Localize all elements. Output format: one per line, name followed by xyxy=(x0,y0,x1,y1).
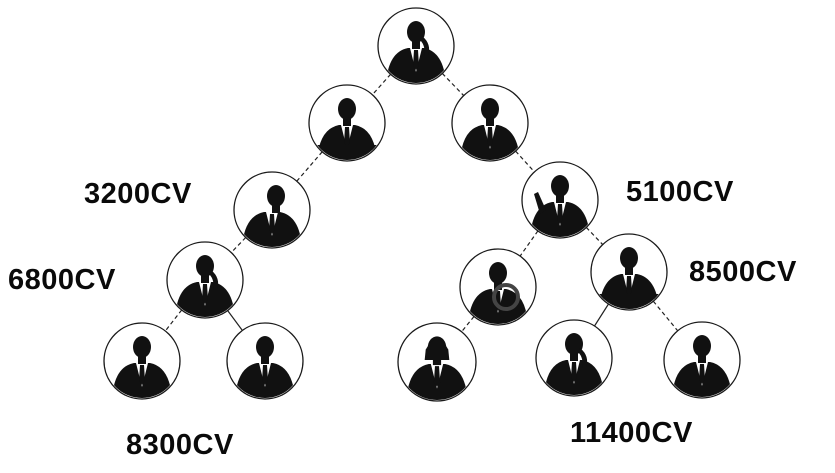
businesswoman-icon xyxy=(397,322,477,402)
edge-root-to-right-1 xyxy=(441,72,465,97)
businessman-desk-icon xyxy=(308,84,386,162)
edge-left-3-to-left-4a xyxy=(164,309,183,332)
businessman-phone-icon xyxy=(377,7,455,85)
tree-nodes xyxy=(103,7,741,402)
cv-label-8500: 8500CV xyxy=(689,256,797,288)
businessman-icon xyxy=(226,322,304,400)
edge-root-to-left-1 xyxy=(371,73,392,96)
businessman-icon xyxy=(103,322,181,400)
edge-right-1-to-right-2 xyxy=(515,150,535,173)
edge-right-3a-to-right-4a xyxy=(461,316,475,333)
edge-right-3b-to-right-4b xyxy=(593,303,610,327)
edge-right-2-to-right-3b xyxy=(585,226,604,246)
cv-label-6800: 6800CV xyxy=(8,264,116,296)
edge-right-2-to-right-3a xyxy=(519,230,539,257)
businessman-phone-icon xyxy=(535,319,613,397)
cv-label-11400: 11400CV xyxy=(570,417,693,449)
cv-label-5100: 5100CV xyxy=(626,176,734,208)
tree-connections xyxy=(164,72,679,333)
cv-label-8300: 8300CV xyxy=(126,429,234,461)
businessman-dollar-icon xyxy=(459,248,537,326)
businessman-icon xyxy=(663,321,741,399)
businessman-side-icon xyxy=(233,171,311,249)
businessman-gesture-icon xyxy=(521,161,599,239)
businessman-desk-icon xyxy=(590,233,668,311)
edge-right-3b-to-right-4c xyxy=(652,300,679,332)
businessman-icon xyxy=(451,84,529,162)
cv-label-3200: 3200CV xyxy=(84,178,192,210)
edge-left-2-to-left-3 xyxy=(230,237,247,253)
edge-left-3-to-left-4b xyxy=(227,310,243,331)
edge-left-1-to-left-2 xyxy=(296,151,323,182)
businessman-phone-icon xyxy=(166,241,244,319)
